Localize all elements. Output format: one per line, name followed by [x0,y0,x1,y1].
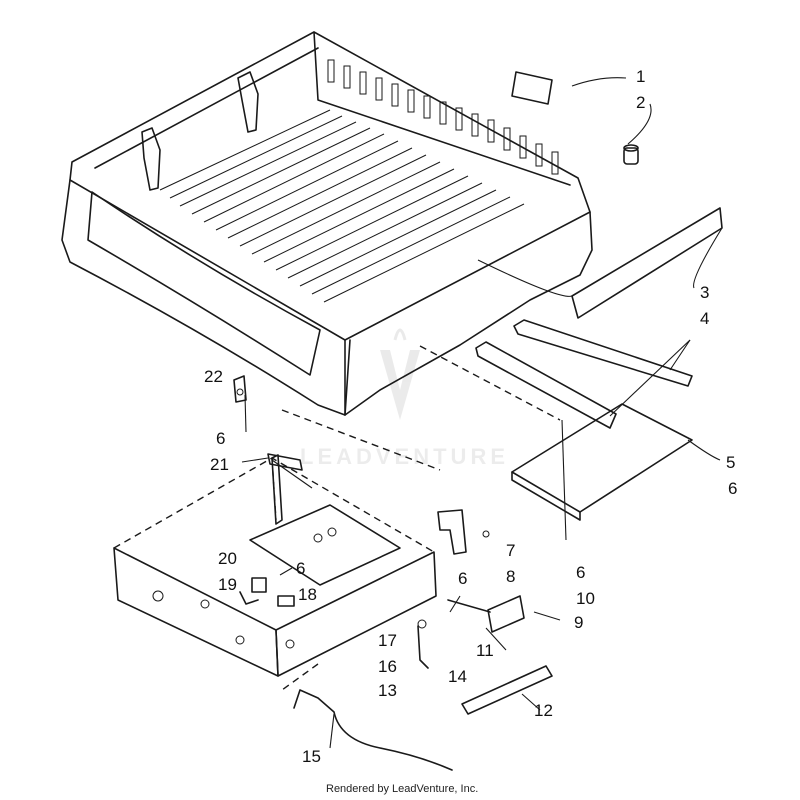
cargo-box [61,31,593,416]
lower-frame [113,454,437,677]
callout-14: 14 [448,667,467,686]
hinge-part-8 [437,509,490,555]
leader-lines [241,77,723,749]
floor-ribs [159,109,525,303]
callout-6-left: 6 [216,429,225,448]
render-credit: Rendered by LeadVenture, Inc. [326,783,478,795]
callout-4: 4 [700,309,709,328]
latch-parts [239,577,295,607]
callout-8: 8 [506,567,515,586]
callout-18: 18 [298,585,317,604]
callout-12: 12 [534,701,553,720]
callout-5: 5 [726,453,735,472]
callout-3: 3 [700,283,709,302]
watermark-logo [380,328,420,420]
watermark-text: LEADVENTURE [300,444,509,469]
callout-7: 7 [506,541,515,560]
callout-13: 13 [378,681,397,700]
callout-10: 10 [576,589,595,608]
callout-16: 16 [378,657,397,676]
callout-20: 20 [218,549,237,568]
rails-part-4 [475,319,693,429]
callout-17: 17 [378,631,397,650]
callouts: 1 2 3 4 5 6 6 6 6 6 7 8 9 10 11 12 13 14… [204,67,737,766]
rod-parts [417,619,429,669]
callout-19: 19 [218,575,237,594]
bracket-part-22 [233,375,247,403]
back-wall-slots [327,59,559,175]
plate-part-5 [511,403,693,521]
callout-6-rod: 6 [458,569,467,588]
decal-part-1 [511,71,553,105]
strip-part-12 [461,665,553,715]
callout-2: 2 [636,93,645,112]
callout-6-latch: 6 [296,559,305,578]
knob-part-2 [623,144,639,165]
callout-21: 21 [210,455,229,474]
callout-15: 15 [302,747,321,766]
callout-6-plate: 6 [728,479,737,498]
latch-part-11 [447,595,525,633]
callout-6-center: 6 [576,563,585,582]
bracket-part-21 [267,453,303,471]
callout-11: 11 [476,641,494,660]
callout-9: 9 [574,613,583,632]
cable-part-15 [293,689,453,771]
callout-22: 22 [204,367,223,386]
callout-1: 1 [636,67,645,86]
